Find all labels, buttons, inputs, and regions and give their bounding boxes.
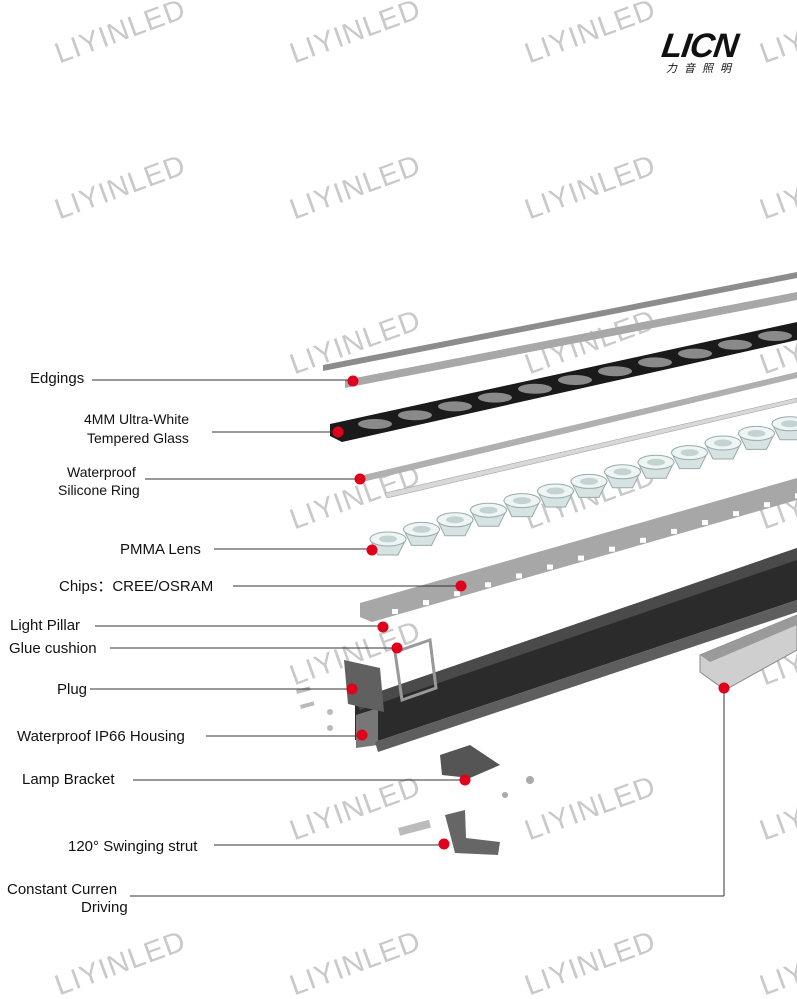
glass-hole — [678, 348, 712, 359]
lens — [637, 454, 675, 479]
label-glass-line2: Tempered Glass — [87, 430, 189, 446]
lens — [503, 493, 541, 518]
callout-dot — [455, 580, 467, 592]
callout-dot — [346, 683, 358, 695]
label-edgings: Edgings — [30, 370, 85, 387]
label-housing: Waterproof IP66 Housing — [17, 728, 185, 745]
label-ring-line2: Silicone Ring — [58, 482, 140, 498]
led-chip — [640, 537, 646, 543]
led-chip — [392, 609, 398, 614]
callout-dot — [332, 426, 344, 438]
part-housing — [355, 548, 797, 752]
part-bolt — [398, 819, 431, 836]
part-light-pillar — [360, 478, 797, 622]
part-lamp-bracket — [440, 745, 500, 778]
part-plug — [344, 660, 384, 712]
led-chip — [547, 564, 553, 570]
label-glue-cushion: Glue cushion — [9, 640, 97, 657]
part-screws — [296, 686, 333, 731]
glass-hole — [518, 383, 552, 394]
callout-dot — [356, 729, 368, 741]
glass-hole — [478, 392, 512, 403]
lens — [536, 483, 575, 508]
label-glass-line1: 4MM Ultra-White — [84, 411, 190, 427]
lens — [704, 435, 742, 460]
led-chip — [578, 555, 584, 561]
callout-dot — [366, 544, 378, 556]
callout-dot — [354, 473, 366, 485]
led-chip — [423, 600, 429, 606]
glass-hole — [718, 339, 752, 350]
glass-hole — [758, 331, 792, 341]
led-chip — [609, 546, 615, 552]
led-chip — [485, 582, 491, 588]
part-nuts — [502, 776, 534, 798]
led-chip — [764, 502, 770, 508]
label-swinging-strut: 120° Swinging strut — [68, 838, 198, 855]
label-chips: Chips：CREE/OSRAM — [59, 578, 214, 595]
label-driver-line1: Constant Curren — [7, 881, 118, 898]
callout-dot — [438, 838, 450, 850]
callout-dot — [391, 642, 403, 654]
callout-dot — [718, 682, 730, 694]
lens — [670, 445, 709, 470]
callout-dot — [459, 774, 471, 786]
logo-subtitle: 力音照明 — [666, 63, 738, 75]
lens — [771, 416, 797, 441]
lens — [402, 521, 441, 546]
label-driver-line2: Driving — [81, 899, 128, 916]
glass-hole — [598, 366, 632, 377]
label-plug: Plug — [57, 681, 88, 698]
led-chip — [702, 520, 708, 525]
lens — [570, 473, 608, 498]
lens — [436, 512, 474, 537]
glass-hole — [638, 357, 672, 368]
led-chip — [454, 591, 460, 597]
part-edgings — [323, 272, 797, 388]
label-pmma-lens: PMMA Lens — [120, 541, 201, 558]
glass-hole — [358, 419, 392, 429]
glass-hole — [438, 401, 472, 412]
part-driver — [699, 614, 797, 691]
callout-dot — [347, 375, 359, 387]
glass-hole — [558, 375, 592, 385]
label-ring-line1: Waterproof — [67, 464, 136, 480]
part-glue-cushion — [393, 637, 438, 703]
brand-logo: LICN 力音照明 — [659, 27, 740, 76]
glass-hole — [398, 410, 432, 421]
part-swinging-strut — [445, 810, 500, 855]
label-lamp-bracket: Lamp Bracket — [22, 771, 115, 788]
callout-dot — [377, 621, 389, 633]
part-tempered-glass — [330, 322, 797, 442]
part-silicone-ring — [355, 372, 797, 499]
lens — [369, 531, 407, 556]
led-chip — [516, 573, 522, 579]
label-light-pillar: Light Pillar — [10, 617, 81, 634]
led-chip — [795, 493, 797, 499]
led-chip — [671, 528, 677, 534]
led-chip — [733, 511, 739, 517]
part-pmma-lenses — [369, 416, 797, 556]
lens — [603, 464, 642, 489]
lens — [737, 425, 776, 450]
lens — [469, 502, 508, 527]
